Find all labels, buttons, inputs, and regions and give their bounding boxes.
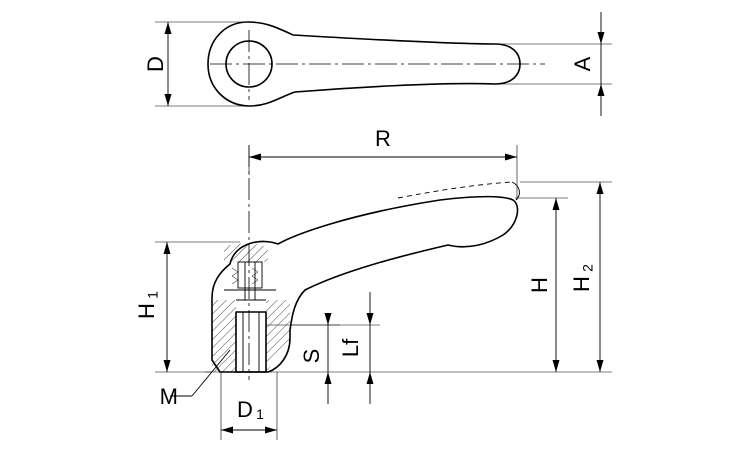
label-R: R (375, 126, 391, 151)
side-view-hidden-contour (397, 181, 513, 199)
label-H: H (527, 277, 552, 293)
svg-text:H: H (569, 276, 594, 292)
section-hatch-right (266, 300, 290, 372)
side-view-lever-outline (211, 195, 519, 373)
side-view (170, 145, 520, 397)
svg-text:2: 2 (580, 264, 596, 272)
svg-text:1: 1 (145, 291, 161, 299)
svg-text:H: H (134, 303, 159, 319)
label-D: D (143, 56, 168, 72)
label-Lf: Lf (338, 338, 363, 357)
side-view-lever-tip (511, 181, 520, 201)
side-view-dimensions: R H H 2 H 1 S (134, 126, 612, 440)
label-H2: H 2 (569, 264, 596, 292)
label-M: M (160, 384, 178, 409)
section-hatch-left (212, 300, 236, 372)
leader-M (191, 349, 231, 397)
threaded-insert (235, 311, 267, 373)
spring-coils (231, 267, 259, 285)
top-view: D A (143, 12, 612, 116)
label-D1: D 1 (237, 397, 264, 422)
top-view-lever-outline (207, 21, 521, 107)
svg-text:D: D (237, 397, 253, 422)
plunger (237, 261, 263, 289)
label-H1: H 1 (134, 291, 161, 319)
label-A: A (570, 56, 595, 71)
label-S: S (299, 349, 324, 364)
svg-text:1: 1 (256, 406, 264, 422)
section-hatch-cap (224, 243, 268, 262)
